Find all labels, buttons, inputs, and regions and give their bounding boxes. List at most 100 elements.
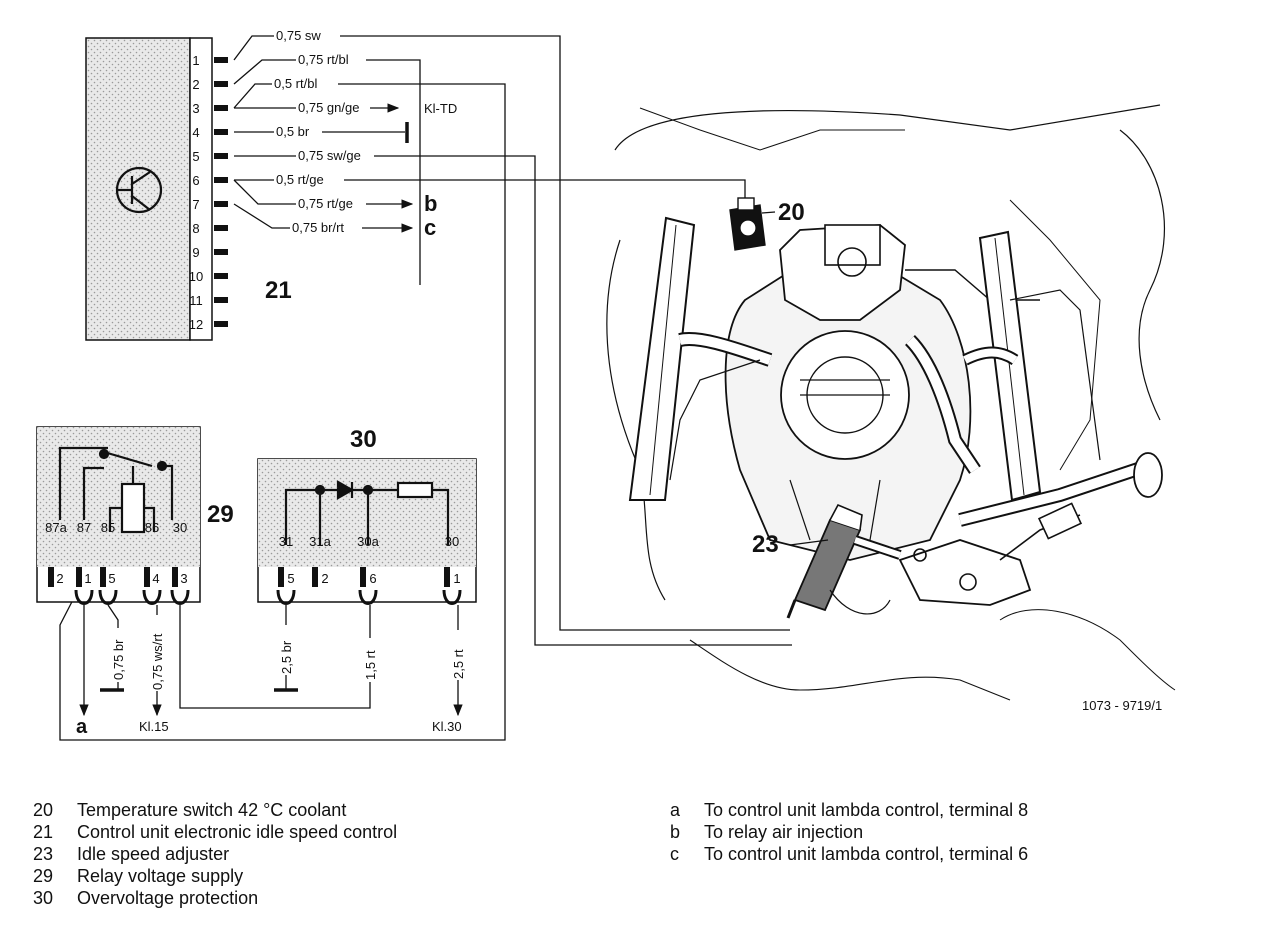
pin-stub (214, 105, 228, 111)
pin-label: 5 (108, 571, 115, 586)
legend-text: Overvoltage protection (77, 888, 259, 908)
pin-label: 10 (189, 269, 203, 284)
wire-labels-bottom: 0,75 br 0,75 ws/rt 2,5 br 1,5 rt 2,5 rt … (76, 615, 466, 738)
terminal-label: 85 (101, 520, 115, 535)
pin-stub (444, 567, 450, 587)
legend-item: 20 Temperature switch 42 °C coolant (33, 799, 397, 821)
legend-key: b (670, 822, 681, 842)
control-unit-21-pin-strip (189, 37, 213, 341)
connector-cup (442, 589, 462, 605)
protection-circuit (284, 480, 450, 545)
pin-stub (48, 567, 54, 587)
pin-label: 5 (287, 571, 294, 586)
legend-right: a To control unit lambda control, termina… (670, 799, 1028, 865)
pin-label: 1 (84, 571, 91, 586)
legend-text: To control unit lambda control, terminal… (704, 800, 1029, 820)
legend-key: 20 (33, 800, 54, 820)
legend-key: 23 (33, 844, 54, 864)
idle-speed-adjuster-23 (786, 503, 902, 619)
dest-kl15: Kl.15 (139, 719, 169, 734)
legend-key: c (670, 844, 679, 864)
legend-item: 21 Control unit electronic idle speed con… (33, 821, 397, 843)
dest-b: b (424, 191, 437, 216)
label-21: 21 (265, 277, 292, 304)
transistor-icon (115, 166, 163, 214)
pin-stub (214, 153, 228, 159)
wire-label: 0,75 br/rt (292, 220, 344, 235)
pin-label: 4 (192, 125, 199, 140)
wire-label: 0,75 ws/rt (150, 633, 165, 690)
pin-stub (172, 567, 178, 587)
pin-label: 2 (192, 77, 199, 92)
legend-text: Temperature switch 42 °C coolant (77, 800, 347, 820)
legend-text: Relay voltage supply (77, 866, 244, 886)
pin-stub (100, 567, 106, 587)
wire-label: 0,75 sw/ge (298, 148, 361, 163)
pin-stub (214, 249, 228, 255)
connector-cup (98, 589, 118, 605)
wire-label: 2,5 br (279, 640, 294, 674)
terminal-label: 30 (445, 534, 459, 549)
legend-text: Idle speed adjuster (77, 844, 230, 864)
pin-stub (214, 81, 228, 87)
legend-item: b To relay air injection (670, 821, 1028, 843)
legend-key: 29 (33, 866, 54, 886)
terminal-label: 87 (77, 520, 91, 535)
pin-stub (214, 177, 228, 183)
pin-stub (214, 201, 228, 207)
pin-label: 12 (189, 317, 203, 332)
control-unit-21-body (85, 37, 191, 341)
pin-label: 6 (369, 571, 376, 586)
pin-label: 8 (192, 221, 199, 236)
wire-label: 0,5 br (276, 124, 310, 139)
pin-stub (312, 567, 318, 587)
connector-cup (276, 589, 296, 605)
connector-cup (358, 589, 378, 605)
pin-label: 2 (321, 571, 328, 586)
wire-label: 2,5 rt (451, 649, 466, 679)
terminal-label: 87a (45, 520, 67, 535)
legend-text: To relay air injection (704, 822, 864, 842)
wire-label: 0,75 sw (276, 28, 321, 43)
terminal-label: 31 (279, 534, 293, 549)
legend-item: 29 Relay voltage supply (33, 865, 397, 887)
legend-item: a To control unit lambda control, termina… (670, 799, 1028, 821)
pin-label: 2 (56, 571, 63, 586)
pin-label: 1 (192, 53, 199, 68)
pin-stub (214, 57, 228, 63)
dest-kl-td: Kl-TD (424, 101, 457, 116)
legend-item: 23 Idle speed adjuster (33, 843, 397, 865)
label-30: 30 (350, 426, 377, 453)
pin-stub (144, 567, 150, 587)
dest-c: c (424, 215, 436, 240)
engine-illustration (606, 104, 1176, 701)
legend-left: 20 Temperature switch 42 °C coolant 21 Con… (33, 799, 397, 909)
legend-key: 30 (33, 888, 54, 908)
legend-text: Control unit electronic idle speed contr… (77, 822, 398, 842)
wire-labels-21: 0,75 sw 0,75 rt/bl 0,5 rt/bl 0,75 gn/ge … (272, 28, 457, 240)
terminal-label: 86 (145, 520, 159, 535)
pin-stub (360, 567, 366, 587)
terminal-label: 31a (309, 534, 331, 549)
pin-label: 3 (192, 101, 199, 116)
wire-label: 0,5 rt/bl (274, 76, 317, 91)
pin-stub (214, 129, 228, 135)
pin-label: 6 (192, 173, 199, 188)
wire-label: 0,75 rt/ge (298, 196, 353, 211)
legend-key: 21 (33, 822, 54, 842)
dest-a: a (76, 716, 88, 738)
connector-cup (74, 589, 94, 605)
pin-stub (214, 321, 228, 327)
connector-cup (170, 589, 190, 605)
dest-kl30: Kl.30 (432, 719, 462, 734)
wires-bottom (79, 604, 463, 717)
terminal-label: 30 (173, 520, 187, 535)
callout-23: 23 (752, 531, 779, 558)
legend-key: a (670, 800, 681, 820)
